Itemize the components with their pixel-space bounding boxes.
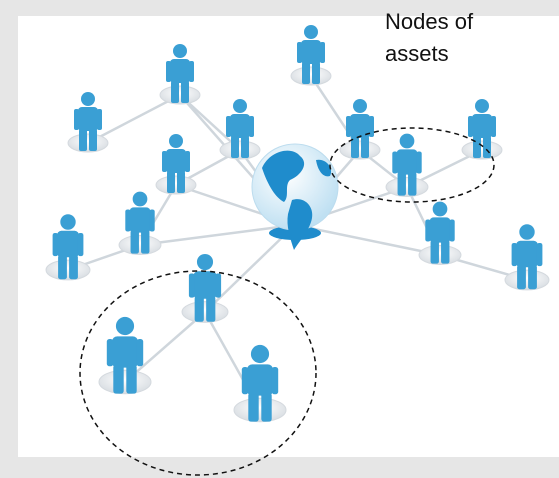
node-pad — [181, 301, 229, 323]
node-pad — [233, 397, 287, 423]
annotation-label: Nodes of assets — [385, 6, 473, 70]
node-pad — [339, 140, 381, 160]
connection-line — [294, 223, 441, 257]
node-pad — [290, 66, 332, 86]
dashed-outlines — [79, 127, 495, 476]
globe-continent-island — [316, 159, 332, 177]
node-pad — [385, 177, 429, 197]
node-pad — [67, 133, 109, 153]
node-pad — [159, 85, 201, 105]
node-pads — [45, 66, 550, 423]
connection-line — [124, 311, 206, 383]
node-pad — [98, 369, 152, 395]
node-pad — [504, 269, 550, 291]
connection-line — [179, 94, 241, 151]
node-pad — [155, 175, 197, 195]
connection-line — [204, 224, 296, 313]
highlight-circle-lower — [79, 270, 317, 476]
node-pad — [418, 245, 462, 265]
node-pad — [219, 140, 261, 160]
node-pad — [461, 140, 503, 160]
globe-icon — [251, 143, 339, 250]
node-pad — [45, 259, 91, 281]
node-pad — [118, 235, 162, 255]
highlight-circle-upper — [329, 127, 495, 203]
globe-continent-south — [287, 199, 313, 250]
connection-line — [139, 223, 296, 247]
connection-line — [87, 93, 181, 145]
globe-continent-north — [262, 150, 305, 202]
annotation-line-1: Nodes of — [385, 9, 474, 34]
annotation-line-2: assets — [385, 41, 449, 66]
